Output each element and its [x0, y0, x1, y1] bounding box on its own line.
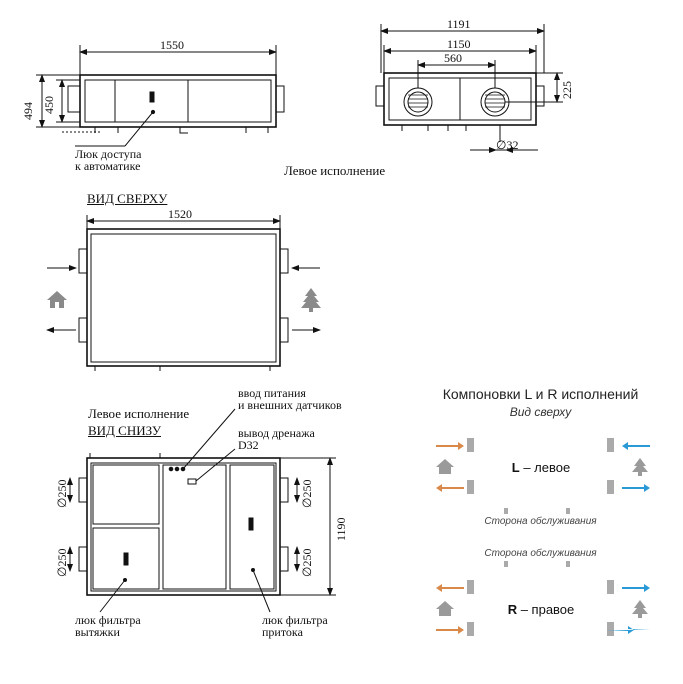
- dim-depth-1190: 1190: [334, 517, 348, 541]
- power-input-label-1: ввод питания: [238, 386, 306, 400]
- bottom-variant-caption: Левое исполнение: [88, 406, 190, 421]
- left-variant-label: L – левое: [466, 460, 616, 475]
- drain-label-1: вывод дренажа: [238, 426, 315, 440]
- legend-diagrams: [436, 425, 650, 650]
- dim-duct-250-a: ∅250: [55, 479, 69, 508]
- filter-exhaust-label-1: люк фильтра: [75, 613, 141, 627]
- right-variant-letter: R: [507, 602, 518, 617]
- filter-supply-label-2: притока: [262, 625, 303, 639]
- dim-duct-250-c: ∅250: [300, 479, 314, 508]
- bottom-view: [67, 408, 336, 613]
- service-side-label-2: Сторона обслуживания: [484, 548, 597, 559]
- dim-duct-250-d: ∅250: [300, 548, 314, 577]
- access-hatch-label-1: Люк доступа: [75, 147, 142, 161]
- dim-width-1150: 1150: [447, 37, 471, 51]
- bottom-view-title: ВИД СНИЗУ: [88, 423, 162, 438]
- legend-title: Компоновки L и R исполнений: [442, 386, 639, 402]
- dim-height-494: 494: [21, 102, 35, 120]
- tree-icon: [301, 288, 321, 312]
- dim-height-450: 450: [42, 96, 56, 114]
- power-input-label-2: и внешних датчиков: [238, 398, 342, 412]
- service-side-label-1: Сторона обслуживания: [484, 516, 597, 527]
- house-icon: [47, 291, 67, 308]
- left-variant-letter: L: [511, 460, 520, 475]
- top-view: [46, 215, 321, 371]
- right-variant-text: – правое: [517, 602, 575, 617]
- side-view-left: [36, 45, 285, 147]
- top-view-title: ВИД СВЕРХУ: [87, 191, 168, 206]
- filter-supply-label-1: люк фильтра: [262, 613, 328, 627]
- access-hatch-label-2: к автоматике: [75, 159, 141, 173]
- variant-caption-left: Левое исполнение: [284, 163, 386, 178]
- dim-drain-32: ∅32: [496, 138, 519, 152]
- dim-width-1550: 1550: [160, 38, 184, 52]
- dim-duct-250-b: ∅250: [55, 548, 69, 577]
- front-view: [375, 24, 563, 153]
- dim-offset-225: 225: [560, 81, 574, 99]
- left-variant-text: – левое: [519, 460, 571, 475]
- filter-exhaust-label-2: вытяжки: [75, 625, 120, 639]
- dim-spacing-560: 560: [444, 51, 462, 65]
- right-variant-label: R – правое: [466, 602, 616, 617]
- dim-width-1191: 1191: [447, 17, 471, 31]
- drain-label-2: D32: [238, 438, 259, 452]
- legend-subtitle: Вид сверху: [509, 405, 572, 419]
- dim-width-1520: 1520: [168, 207, 192, 221]
